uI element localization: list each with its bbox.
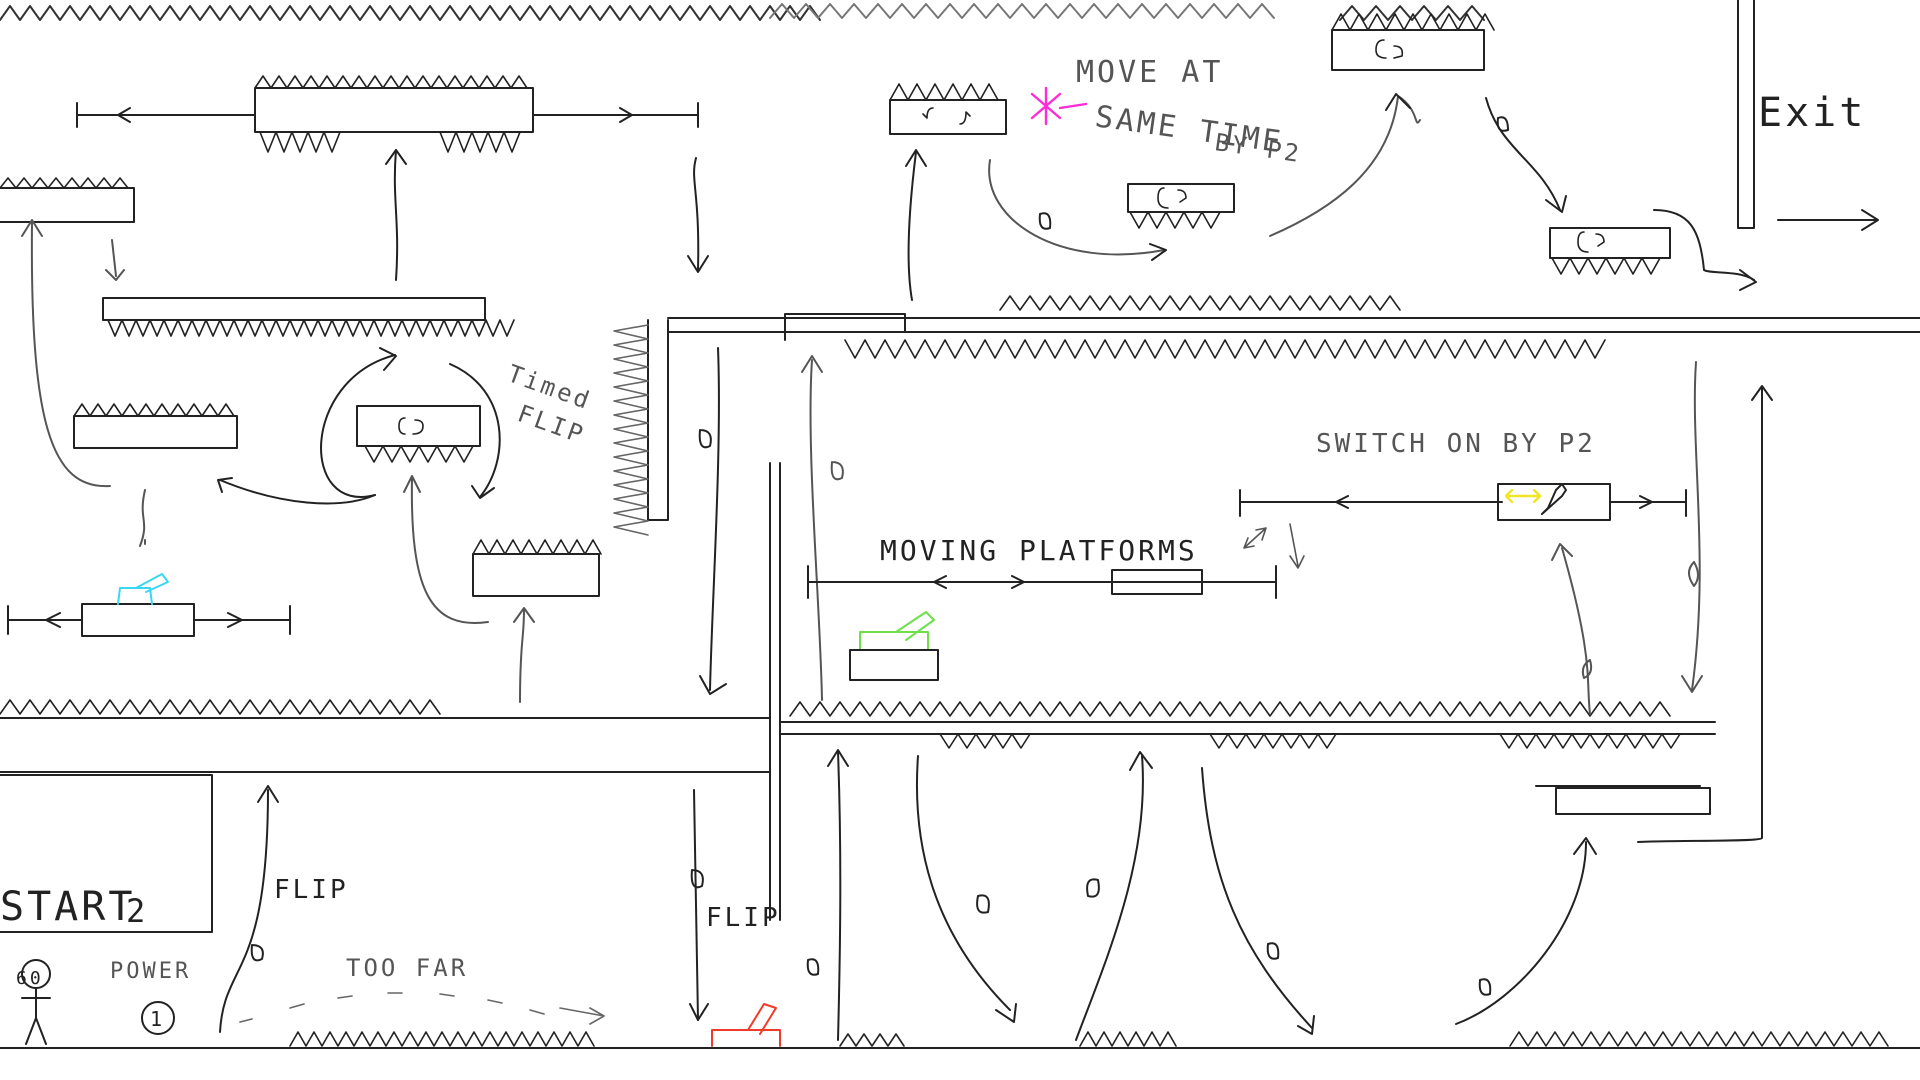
player-face-label: 60 xyxy=(16,968,44,989)
path-arrow-down-center xyxy=(700,348,726,694)
timed-flip-platform xyxy=(357,406,480,462)
platform-long-upper-left xyxy=(103,298,514,336)
by-p2-label: BY P2 xyxy=(1213,128,1303,168)
lever-switch-icon[interactable] xyxy=(712,1004,780,1046)
timed-flip-rotation-arrows xyxy=(218,348,500,503)
path-arrow-down-right-corridor xyxy=(1682,362,1702,692)
lever-switch-icon[interactable] xyxy=(118,574,168,604)
flip-arrow-left xyxy=(220,786,278,1032)
power-label: POWER xyxy=(110,959,191,984)
switch-on-label: SWITCH ON BY P2 xyxy=(1316,429,1596,459)
flip-platform-upper-3 xyxy=(1270,14,1494,236)
platform-under-floor-right xyxy=(1536,786,1710,814)
main-floor-left xyxy=(0,700,770,772)
moving-platform-top-left xyxy=(77,76,698,152)
asterisk-icon xyxy=(1032,88,1086,124)
platform-mid-left xyxy=(74,404,237,448)
lever-switch-icon[interactable] xyxy=(1506,490,1540,502)
center-divider-pole xyxy=(770,463,780,920)
upper-corridor-ceiling xyxy=(668,296,1920,358)
drop-arrows-bottom xyxy=(808,750,1596,1040)
flip-platform-upper-4 xyxy=(1486,98,1756,290)
path-arrow-up-exit xyxy=(1638,386,1772,842)
timed-flip-label-1: Timed xyxy=(504,359,596,415)
path-arrow-up-top xyxy=(386,150,406,280)
flip-label-middle: FLIP xyxy=(706,903,781,933)
path-arrow-up-mid-left xyxy=(404,476,534,702)
start-label: START xyxy=(0,884,135,930)
move-at-label: MOVE AT xyxy=(1076,55,1223,90)
power-number: 1 xyxy=(150,1007,165,1031)
platform-top-left-edge xyxy=(0,178,134,222)
moving-platforms-label: MOVING PLATFORMS xyxy=(880,534,1198,567)
moving-platform-rail-right xyxy=(1240,484,1686,520)
path-arrow-up-center-right xyxy=(802,356,843,700)
start-number: 2 xyxy=(126,892,148,930)
path-arrow-left-loop xyxy=(22,220,145,546)
path-arrow-down-right-top xyxy=(688,158,708,272)
flip-label-left: FLIP xyxy=(274,875,349,905)
lever-switch-icon[interactable] xyxy=(1542,484,1566,514)
direction-hint-arrows xyxy=(1244,524,1304,568)
moving-platform-rail-center xyxy=(808,566,1276,598)
flip-platform-upper-1 xyxy=(890,84,1006,300)
ceiling-spikes xyxy=(0,4,1484,20)
exit-label: Exit xyxy=(1758,90,1866,136)
too-far-label: TOO FAR xyxy=(346,954,468,982)
main-floor-middle xyxy=(780,702,1715,748)
path-arrow-up-right-rail xyxy=(1552,544,1591,714)
too-far-jump-dashes xyxy=(240,993,604,1024)
lever-switch-icon[interactable] xyxy=(860,612,934,650)
spiked-wall-vertical xyxy=(614,320,668,535)
moving-platform-cyan-switch xyxy=(8,604,290,636)
platform-green-switch xyxy=(850,650,938,680)
flip-platform-upper-2 xyxy=(989,160,1234,260)
bottom-floor xyxy=(0,1032,1920,1048)
platform-spiked-left-mid xyxy=(473,540,601,596)
